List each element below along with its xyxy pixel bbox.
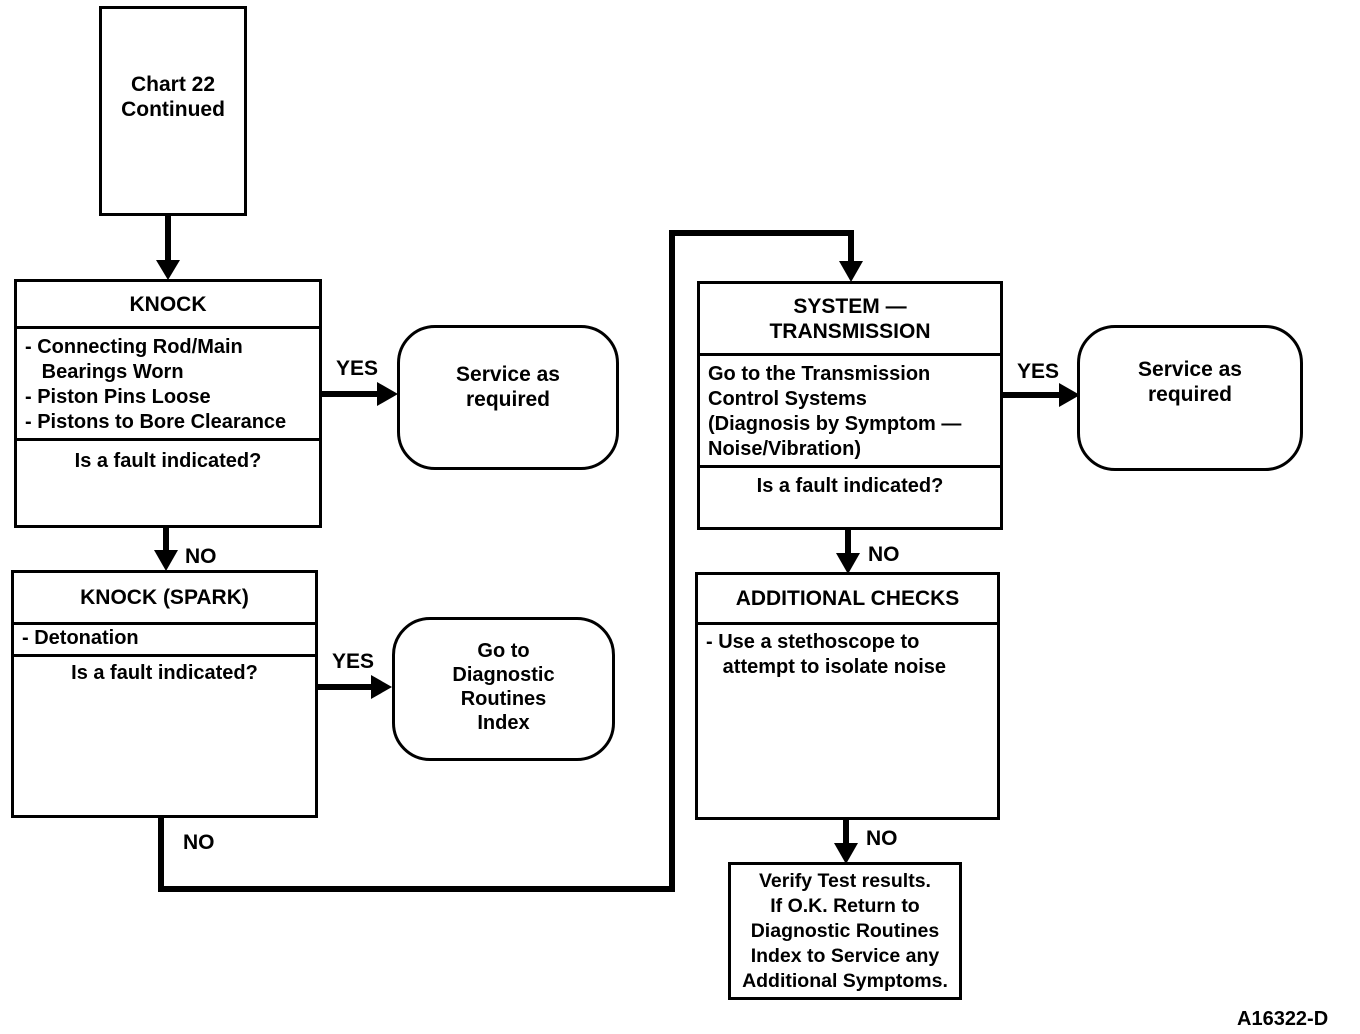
additional-checks-list: - Use a stethoscope to attempt to isolat…	[698, 625, 997, 680]
verify-results-box: Verify Test results. If O.K. Return to D…	[728, 862, 962, 1000]
knock-spark-question: Is a fault indicated?	[71, 662, 258, 684]
arrowhead	[836, 553, 860, 574]
system-transmission-line: (Diagnosis by Symptom —	[708, 413, 962, 435]
knock-item: - Piston Pins Loose	[25, 386, 211, 408]
service-as-required-box-1: Service as required	[397, 325, 619, 470]
connector-spark-no-to-system	[158, 230, 854, 892]
system-transmission-box: SYSTEM — TRANSMISSION Go to the Transmis…	[697, 281, 1003, 530]
knock-item: Bearings Worn	[25, 361, 184, 383]
knock-spark-box: KNOCK (SPARK) - Detonation Is a fault in…	[11, 570, 318, 818]
system-transmission-line: Control Systems	[708, 388, 867, 410]
no-label: NO	[183, 831, 215, 854]
go-to-index-box: Go to Diagnostic Routines Index	[392, 617, 615, 761]
arrowhead	[839, 261, 863, 282]
knock-question: Is a fault indicated?	[74, 450, 262, 472]
no-label: NO	[185, 545, 217, 568]
start-box: Chart 22 Continued	[99, 6, 247, 216]
start-text: Chart 22 Continued	[121, 73, 225, 121]
system-transmission-question: Is a fault indicated?	[756, 475, 944, 497]
yes-label: YES	[332, 650, 375, 673]
system-transmission-instructions: Go to the Transmission Control Systems (…	[700, 356, 1000, 468]
system-transmission-title: SYSTEM — TRANSMISSION	[700, 284, 1000, 356]
knock-spark-item: - Detonation	[22, 627, 139, 649]
service-as-required-text: Service as required	[1138, 357, 1242, 406]
arrowhead	[1059, 383, 1080, 407]
arrowhead	[834, 843, 858, 864]
go-to-index-text: Go to Diagnostic Routines Index	[452, 640, 555, 734]
service-as-required-box-2: Service as required	[1077, 325, 1303, 471]
figure-id: A16322-D	[1237, 1008, 1329, 1030]
no-label: NO	[868, 543, 900, 566]
additional-checks-item: - Use a stethoscope to	[706, 631, 920, 653]
knock-title: KNOCK	[17, 282, 319, 329]
knock-box: KNOCK - Connecting Rod/Main Bearings Wor…	[14, 279, 322, 528]
yes-label: YES	[336, 357, 379, 380]
verify-results-text: Verify Test results. If O.K. Return to D…	[742, 869, 948, 992]
knock-item: - Pistons to Bore Clearance	[25, 411, 287, 433]
system-transmission-line: Noise/Vibration)	[708, 438, 861, 460]
additional-checks-title: ADDITIONAL CHECKS	[698, 575, 997, 625]
system-transmission-line: Go to the Transmission	[708, 363, 931, 385]
knock-spark-title: KNOCK (SPARK)	[14, 573, 315, 625]
knock-checklist: - Connecting Rod/Main Bearings Worn - Pi…	[17, 329, 319, 441]
knock-item: - Connecting Rod/Main	[25, 336, 243, 358]
arrowhead	[377, 382, 398, 406]
arrowhead	[154, 550, 178, 571]
additional-checks-item: attempt to isolate noise	[706, 656, 947, 678]
yes-label: YES	[1017, 360, 1060, 383]
additional-checks-box: ADDITIONAL CHECKS - Use a stethoscope to…	[695, 572, 1000, 820]
service-as-required-text: Service as required	[456, 362, 560, 411]
arrowhead	[156, 260, 180, 280]
no-label: NO	[866, 827, 898, 850]
knock-spark-checklist: - Detonation	[14, 625, 315, 657]
arrowhead	[371, 675, 392, 699]
